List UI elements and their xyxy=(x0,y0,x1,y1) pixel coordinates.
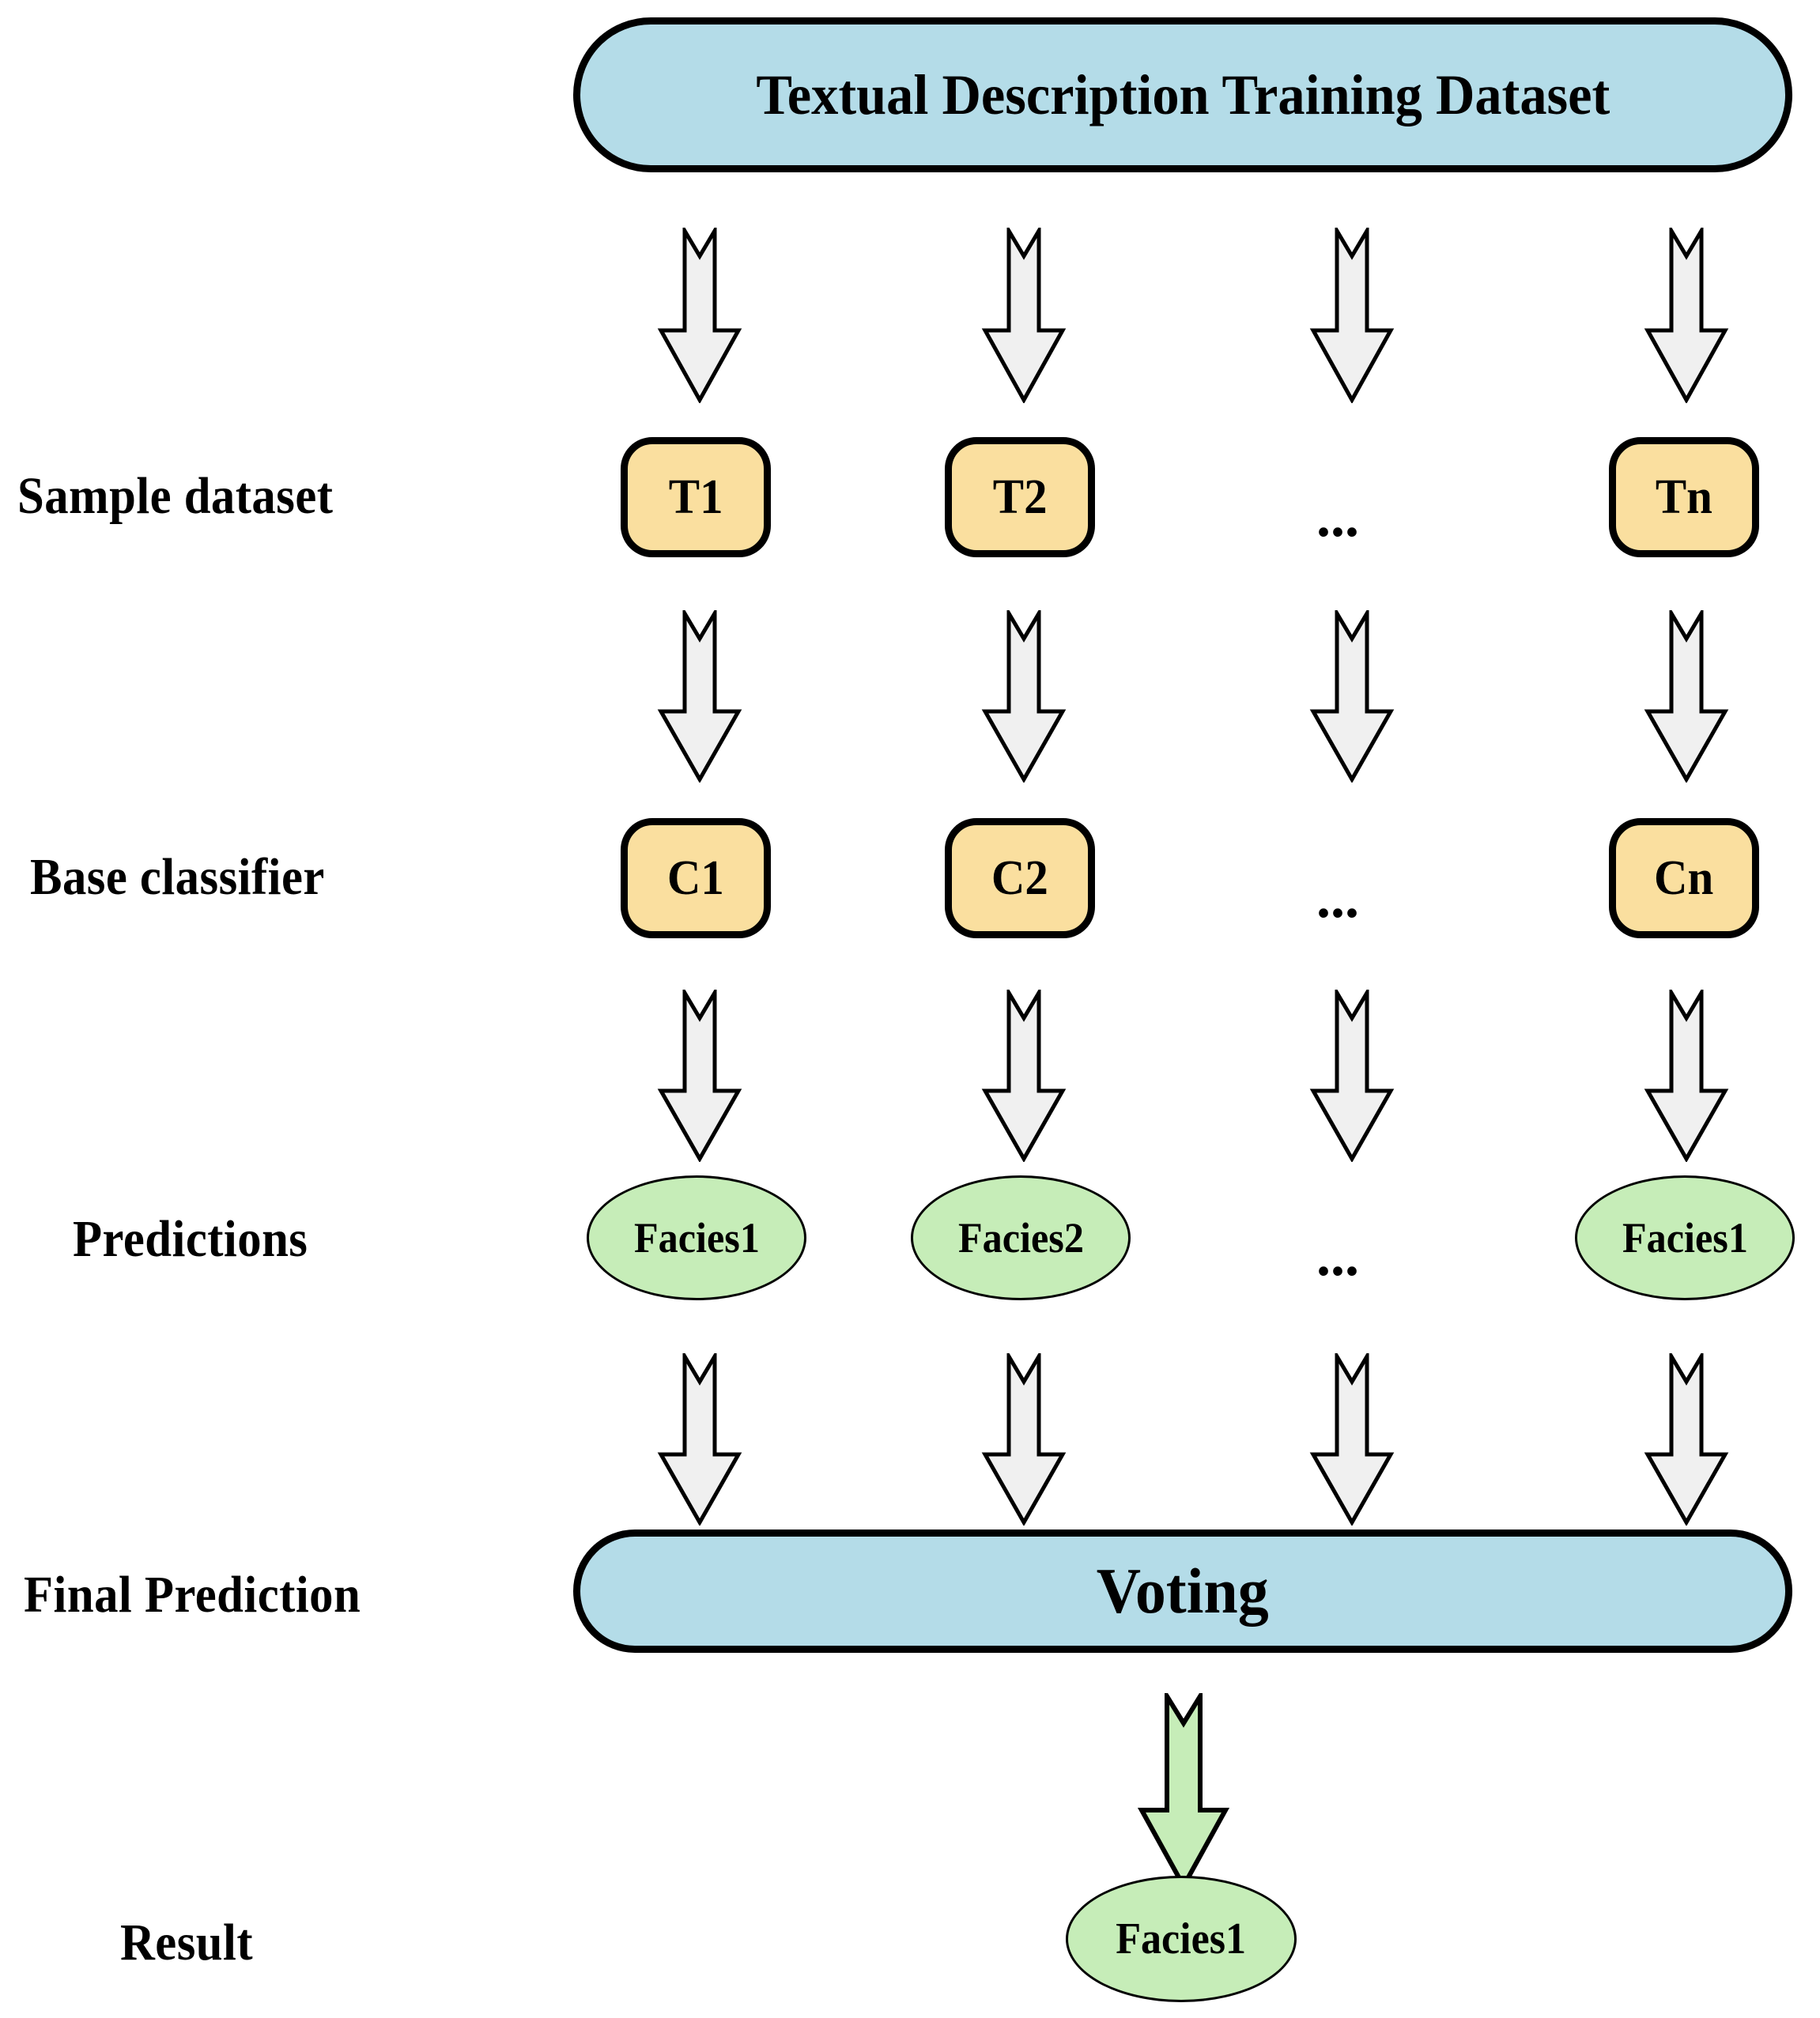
arrow-c2-to-prediction2 xyxy=(980,990,1067,1162)
prediction-node-n-label: Facies1 xyxy=(1622,1214,1748,1262)
voting-bar-label: Voting xyxy=(1097,1555,1269,1627)
prediction-node-2[interactable]: Facies2 xyxy=(911,1175,1131,1300)
arrow-cdots-to-predictiondots xyxy=(1308,990,1395,1162)
classifier-node-c2-label: C2 xyxy=(991,851,1048,905)
sample-node-t2-label: T2 xyxy=(992,470,1048,524)
arrow-tn-to-cn xyxy=(1643,610,1730,783)
header-bar: Textual Description Training Dataset xyxy=(573,17,1792,172)
row-label-result: Result xyxy=(120,1914,254,1971)
arrow-predictiondots-to-voting xyxy=(1308,1353,1395,1526)
header-bar-label: Textual Description Training Dataset xyxy=(756,62,1610,126)
classifier-node-c1[interactable]: C1 xyxy=(621,818,771,938)
sample-node-t1-label: T1 xyxy=(668,470,723,524)
sample-node-tn[interactable]: Tn xyxy=(1609,437,1759,557)
arrow-header-to-tn xyxy=(1643,228,1730,403)
arrow-header-to-tdots xyxy=(1308,228,1395,403)
arrow-prediction2-to-voting xyxy=(980,1353,1067,1526)
arrow-c1-to-prediction1 xyxy=(656,990,743,1162)
classifier-node-c2[interactable]: C2 xyxy=(945,818,1095,938)
arrow-t2-to-c2 xyxy=(980,610,1067,783)
voting-bar[interactable]: Voting xyxy=(573,1530,1792,1653)
row-label-predictions: Predictions xyxy=(73,1210,308,1268)
result-node[interactable]: Facies1 xyxy=(1066,1876,1297,2002)
prediction-node-1[interactable]: Facies1 xyxy=(587,1175,806,1300)
prediction-node-1-label: Facies1 xyxy=(633,1214,760,1262)
sample-node-t2[interactable]: T2 xyxy=(945,437,1095,557)
arrow-t1-to-c1 xyxy=(656,610,743,783)
prediction-node-n[interactable]: Facies1 xyxy=(1575,1175,1795,1300)
arrow-prediction1-to-voting xyxy=(656,1353,743,1526)
arrow-cn-to-predictionn xyxy=(1643,990,1730,1162)
row-label-sample-dataset: Sample dataset xyxy=(17,467,334,525)
prediction-node-2-label: Facies2 xyxy=(957,1214,1084,1262)
arrow-header-to-t2 xyxy=(980,228,1067,403)
arrow-header-to-t1 xyxy=(656,228,743,403)
classifier-node-cn-label: Cn xyxy=(1654,851,1714,905)
classifier-node-cn[interactable]: Cn xyxy=(1609,818,1759,938)
arrow-tdots-to-cdots xyxy=(1308,610,1395,783)
arrow-predictionn-to-voting xyxy=(1643,1353,1730,1526)
result-node-label: Facies1 xyxy=(1116,1914,1247,1963)
arrow-voting-to-result xyxy=(1137,1693,1230,1889)
sample-node-t1[interactable]: T1 xyxy=(621,437,771,557)
sample-row-ellipsis: ... xyxy=(1316,485,1359,549)
sample-node-tn-label: Tn xyxy=(1655,470,1713,524)
prediction-row-ellipsis: ... xyxy=(1316,1224,1359,1288)
classifier-row-ellipsis: ... xyxy=(1316,866,1359,930)
row-label-final-prediction: Final Prediction xyxy=(24,1566,361,1624)
classifier-node-c1-label: C1 xyxy=(667,851,724,905)
row-label-base-classifier: Base classifier xyxy=(30,848,325,906)
